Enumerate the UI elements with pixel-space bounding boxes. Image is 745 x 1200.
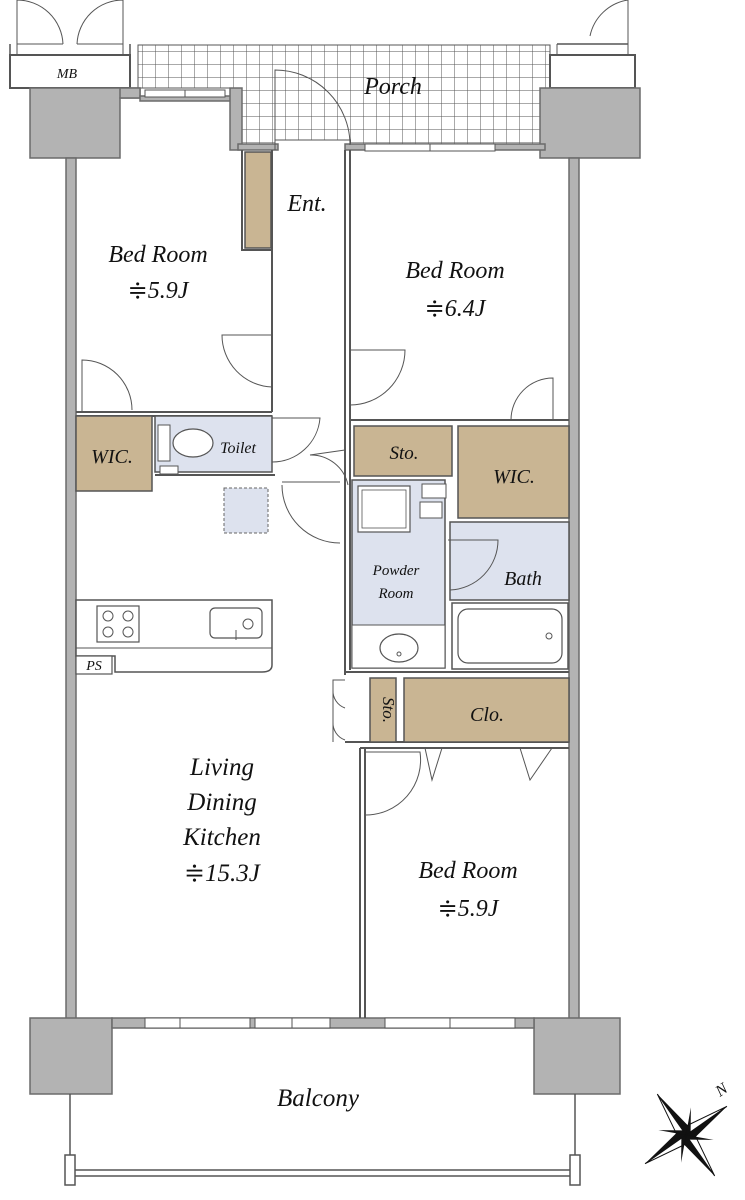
wic-west-label: WIC. bbox=[91, 446, 133, 468]
door-swings bbox=[81, 69, 554, 816]
wic-east-label: WIC. bbox=[493, 466, 535, 488]
balcony-label: Balcony bbox=[277, 1085, 360, 1112]
ldk-line3: Kitchen bbox=[182, 824, 261, 851]
toilet-fixture bbox=[157, 424, 214, 475]
ldk-line2: Dining bbox=[186, 789, 256, 816]
kitchen-counter bbox=[75, 599, 273, 675]
bed-nw-name: Bed Room bbox=[108, 242, 207, 268]
bed-nw-size: ≑5.9J bbox=[128, 278, 190, 304]
bathtub bbox=[451, 602, 569, 670]
powder-room-line1: Powder bbox=[372, 563, 420, 579]
bed-se-name: Bed Room bbox=[418, 858, 517, 884]
compass-north-label: N bbox=[712, 1079, 732, 1100]
mb-label: MB bbox=[56, 67, 78, 82]
meter-box-right bbox=[549, 0, 636, 89]
closet-label: Clo. bbox=[470, 704, 504, 726]
windows bbox=[144, 89, 516, 1029]
toilet-label: Toilet bbox=[220, 440, 256, 457]
storage-top-label: Sto. bbox=[389, 443, 418, 464]
refrigerator-space bbox=[223, 487, 269, 534]
bath-label: Bath bbox=[504, 568, 542, 590]
porch-label: Porch bbox=[363, 74, 422, 100]
ldk-size: ≑15.3J bbox=[184, 860, 262, 887]
compass-icon: N bbox=[644, 1079, 732, 1177]
ldk-line1: Living bbox=[189, 754, 254, 781]
bed-se-size: ≑5.9J bbox=[438, 896, 500, 922]
storage-areas bbox=[75, 151, 570, 743]
room-labels: MB Porch Ent. Bed Room ≑5.9J Bed Room ≑6… bbox=[56, 67, 542, 1112]
bed-ne-name: Bed Room bbox=[405, 258, 504, 284]
meter-box bbox=[9, 0, 131, 89]
ps-label: PS bbox=[85, 659, 102, 674]
entrance-label: Ent. bbox=[286, 191, 326, 217]
washbasin bbox=[351, 483, 447, 669]
balcony-area bbox=[64, 1094, 581, 1186]
powder-room-line2: Room bbox=[378, 586, 414, 602]
storage-small-label: Sto. bbox=[379, 697, 398, 723]
bed-ne-size: ≑6.4J bbox=[425, 296, 487, 322]
